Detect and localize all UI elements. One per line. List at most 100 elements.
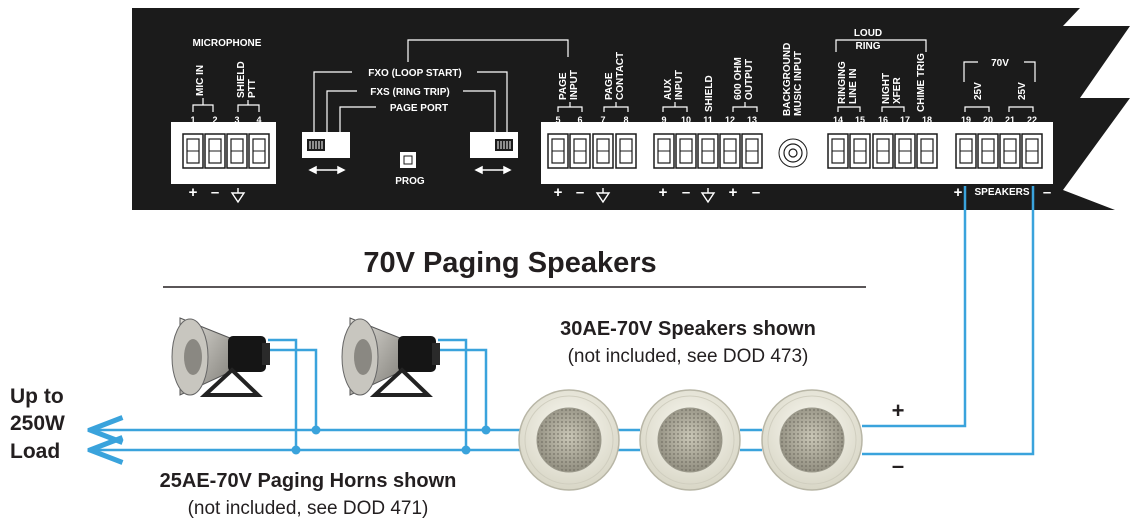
terminal-7[interactable] <box>592 133 614 169</box>
terminal-number-10: 10 <box>681 115 691 125</box>
speakers-caption: 30AE-70V Speakers shown <box>560 318 816 340</box>
diagram-title: 70V Paging Speakers <box>363 247 656 279</box>
terminal-5[interactable] <box>547 133 569 169</box>
speakers-note: (not included, see DOD 473) <box>568 346 809 367</box>
ring-label: RING <box>856 41 881 52</box>
switch-arrows <box>308 165 512 175</box>
terminal-number-7: 7 <box>600 115 605 125</box>
page-port-label: PAGE PORT <box>390 103 448 114</box>
terminal-number-11: 11 <box>703 115 713 125</box>
terminal-number-1: 1 <box>190 115 195 125</box>
25v-label-b: 25V <box>1017 82 1028 100</box>
terminal-8[interactable] <box>615 133 637 169</box>
load-line-1: Up to <box>10 385 64 408</box>
page-input-label-2: INPUT <box>569 70 580 100</box>
terminal-number-20: 20 <box>983 115 993 125</box>
terminal-18[interactable] <box>916 133 938 169</box>
output-plus: + <box>892 398 905 423</box>
terminal-blocks <box>182 133 1043 169</box>
terminal-13[interactable] <box>741 133 763 169</box>
terminal-11[interactable] <box>697 133 719 169</box>
spk-minus: – <box>1043 184 1051 201</box>
terminal-number-8: 8 <box>623 115 628 125</box>
terminal-16[interactable] <box>872 133 894 169</box>
terminal-3[interactable] <box>226 133 248 169</box>
speaker-wires <box>90 186 1035 454</box>
terminal-19[interactable] <box>955 133 977 169</box>
out-plus: + <box>729 184 738 201</box>
fxs-label: FXS (RING TRIP) <box>370 87 449 98</box>
prog-button[interactable] <box>400 152 416 168</box>
terminal-1[interactable] <box>182 133 204 169</box>
mic-in-label: MIC IN <box>195 65 206 96</box>
paging-horn-1 <box>171 317 270 397</box>
spk-plus: + <box>954 184 963 201</box>
terminal-number-4: 4 <box>256 115 261 125</box>
aux-input-label-2: INPUT <box>674 70 685 100</box>
terminal-20[interactable] <box>977 133 999 169</box>
600-ohm-label-2: OUTPUT <box>744 59 755 100</box>
ceiling-speaker-1 <box>518 389 620 491</box>
600-ohm-label-1: 600 OHM <box>733 57 744 100</box>
polarity-marks: + – + – + – + – + – <box>189 184 1052 201</box>
terminal-number-17: 17 <box>900 115 910 125</box>
terminal-2[interactable] <box>204 133 226 169</box>
output-minus: – <box>892 453 904 478</box>
bg-music-label-1: BACKGROUND <box>782 43 793 116</box>
terminal-number-9: 9 <box>661 115 666 125</box>
chime-trig-label: CHIME TRIG <box>916 53 927 112</box>
terminal-number-22: 22 <box>1027 115 1037 125</box>
speakers-label: SPEAKERS <box>974 187 1029 198</box>
terminal-6[interactable] <box>569 133 591 169</box>
shield-11-label: SHIELD <box>704 75 715 112</box>
bg-music-label-2: MUSIC INPUT <box>793 51 804 116</box>
terminal-number-19: 19 <box>961 115 971 125</box>
background-music-jack[interactable] <box>778 138 808 168</box>
terminal-number-3: 3 <box>234 115 239 125</box>
page-input-label-1: PAGE <box>558 72 569 100</box>
terminal-15[interactable] <box>849 133 871 169</box>
terminal-number-14: 14 <box>833 115 843 125</box>
ringing-label: RINGING <box>837 61 848 104</box>
wire-junctions <box>291 425 491 455</box>
terminal-number-16: 16 <box>878 115 888 125</box>
terminal-number-2: 2 <box>212 115 217 125</box>
ceiling-speaker-2 <box>639 389 741 491</box>
horns-caption: 25AE-70V Paging Horns shown <box>160 470 457 492</box>
ceiling-speaker-3 <box>761 389 863 491</box>
terminal-number-21: 21 <box>1005 115 1015 125</box>
horns-note: (not included, see DOD 471) <box>188 498 429 519</box>
ptt-label: PTT <box>247 79 258 98</box>
aux-input-label-1: AUX <box>663 79 674 100</box>
terminal-22[interactable] <box>1021 133 1043 169</box>
terminal-14[interactable] <box>827 133 849 169</box>
xfer-label: XFER <box>892 77 903 104</box>
terminal-10[interactable] <box>675 133 697 169</box>
terminal-9[interactable] <box>653 133 675 169</box>
night-label: NIGHT <box>881 73 892 104</box>
load-line-2: 250W <box>10 412 65 435</box>
out-minus: – <box>752 184 760 201</box>
terminal-number-12: 12 <box>725 115 735 125</box>
label-brackets <box>192 39 1036 132</box>
fxo-label: FXO (LOOP START) <box>368 68 462 79</box>
page-minus: – <box>576 184 584 201</box>
microphone-group-label: MICROPHONE <box>193 38 262 49</box>
terminal-12[interactable] <box>719 133 741 169</box>
terminal-number-5: 5 <box>555 115 560 125</box>
prog-label: PROG <box>395 176 425 187</box>
terminal-number-18: 18 <box>922 115 932 125</box>
terminal-number-13: 13 <box>747 115 757 125</box>
shield-label: SHIELD <box>236 61 247 98</box>
page-contact-label-1: PAGE <box>604 72 615 100</box>
terminal-21[interactable] <box>999 133 1021 169</box>
ceiling-speakers <box>518 389 863 491</box>
terminal-4[interactable] <box>248 133 270 169</box>
ground-symbols <box>230 188 716 204</box>
loud-label: LOUD <box>854 28 882 39</box>
terminal-17[interactable] <box>894 133 916 169</box>
paging-horn-2 <box>341 317 440 397</box>
page-plus: + <box>554 184 563 201</box>
